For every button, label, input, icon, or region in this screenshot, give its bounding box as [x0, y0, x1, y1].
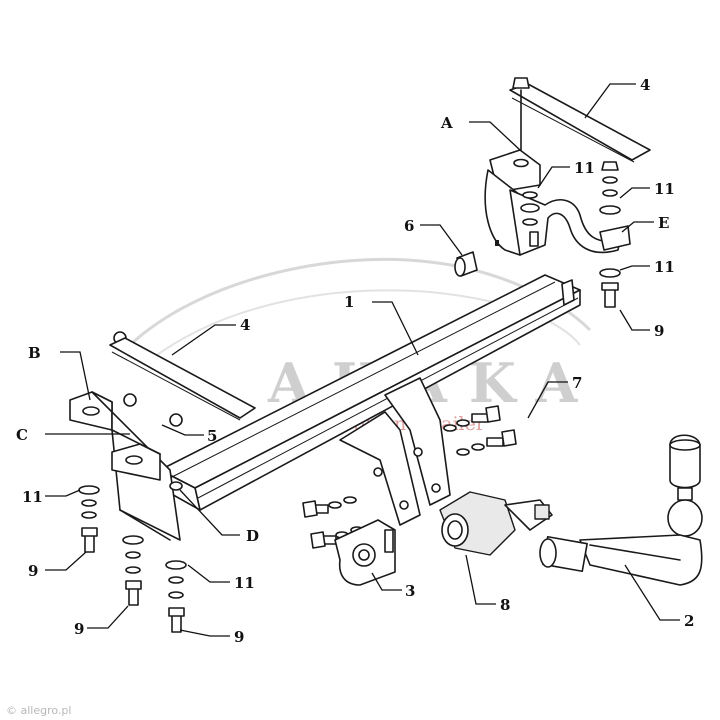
callout-9-a: 9 — [28, 562, 38, 580]
callout-1: 1 — [344, 293, 354, 311]
callout-9-c: 9 — [234, 628, 244, 646]
callout-11-a: 11 — [22, 488, 43, 506]
spacer-part-6 — [454, 251, 478, 277]
socket-plate-part-3 — [334, 519, 396, 586]
right-fastener-stack — [520, 161, 621, 308]
callout-7: 7 — [572, 374, 582, 392]
strap-right-part-4 — [509, 77, 651, 163]
callout-8: 8 — [500, 596, 510, 614]
callout-6: 6 — [404, 217, 414, 235]
callout-E: E — [658, 214, 669, 232]
leader-lines — [45, 83, 680, 637]
left-fastener-stacks — [78, 485, 187, 633]
callout-A: A — [440, 114, 453, 132]
callout-D: D — [246, 527, 259, 545]
callout-9-d: 9 — [654, 322, 664, 340]
callout-11-b: 11 — [234, 574, 255, 592]
ball-mount-plates — [339, 377, 451, 526]
callout-11-e: 11 — [654, 258, 675, 276]
callout-4-left: 4 — [240, 316, 250, 334]
callout-4-right: 4 — [640, 76, 650, 94]
callout-9-b: 9 — [74, 620, 84, 638]
callout-11-c: 11 — [574, 159, 595, 177]
callout-C: C — [16, 426, 28, 444]
bolt-set-part-7 — [302, 405, 517, 549]
strap-left-part-4 — [109, 337, 256, 421]
left-bracket — [69, 331, 183, 541]
electrical-socket-part-8 — [439, 491, 553, 556]
credit-text: © allegro.pl — [6, 704, 71, 717]
callout-3: 3 — [405, 582, 415, 600]
callout-labels: 1 2 3 4 4 5 6 7 8 9 9 9 9 11 11 11 11 11… — [16, 76, 694, 646]
callout-2: 2 — [684, 612, 694, 630]
tow-ball-part-2 — [539, 434, 703, 586]
callout-5: 5 — [207, 427, 217, 445]
callout-11-d: 11 — [654, 180, 675, 198]
callout-B: B — [28, 344, 41, 362]
